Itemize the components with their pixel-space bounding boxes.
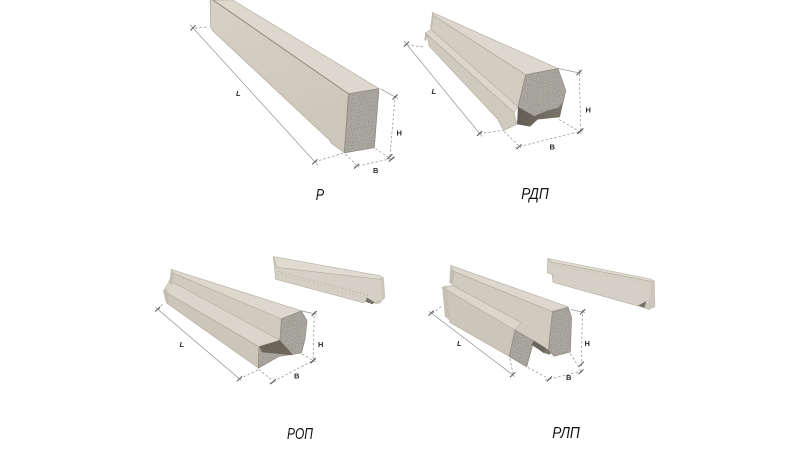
svg-text:H: H [318, 340, 323, 349]
svg-text:H: H [586, 106, 591, 115]
svg-text:H: H [397, 129, 402, 138]
svg-text:РОП: РОП [287, 426, 314, 443]
svg-text:Р: Р [316, 187, 325, 204]
svg-text:L: L [432, 87, 437, 96]
svg-text:B: B [373, 166, 379, 175]
svg-text:B: B [566, 373, 572, 382]
svg-text:L: L [180, 340, 185, 349]
svg-text:B: B [550, 143, 556, 152]
svg-text:B: B [294, 372, 300, 381]
svg-text:РЛП: РЛП [552, 425, 580, 442]
svg-text:L: L [236, 89, 241, 98]
svg-text:H: H [585, 339, 590, 348]
svg-text:РДП: РДП [521, 186, 549, 203]
svg-text:L: L [457, 339, 462, 348]
